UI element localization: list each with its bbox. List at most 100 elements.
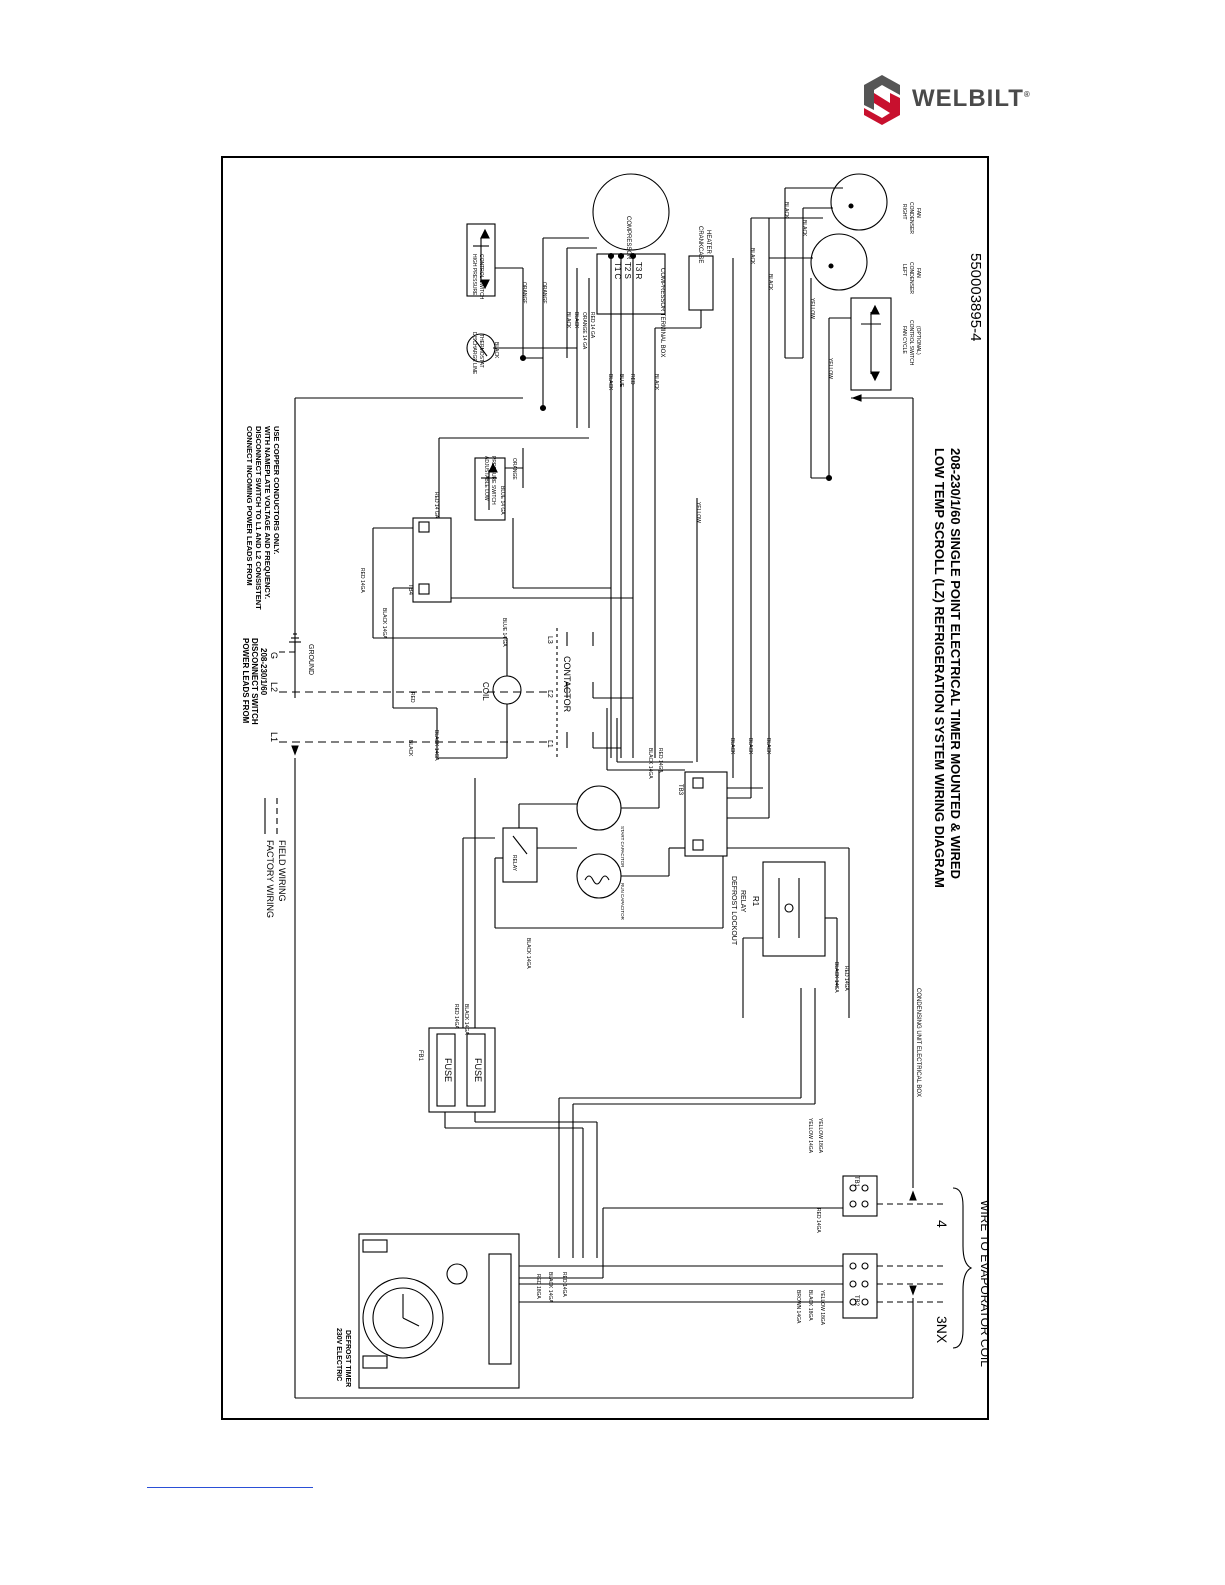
contactor <box>492 628 594 758</box>
wire-label-brown: BROWN 14GA <box>795 1290 801 1324</box>
power-l2: L2 <box>269 682 279 692</box>
left-condenser-fan <box>810 233 868 291</box>
contactor-l1-label: L1 <box>546 740 553 748</box>
start-relay <box>502 827 538 883</box>
wire-label-black5: BLACK <box>493 342 499 359</box>
r1-label: R1 <box>751 896 760 907</box>
wire-label-black18-a: BLACK 14GA <box>547 1272 553 1303</box>
wire-label-red18-a: RED 18GA <box>535 1274 541 1299</box>
left-fan-label2: CONDENSER <box>908 262 914 294</box>
wire-label-red14ga-a: RED 14GA <box>561 1272 567 1297</box>
wire-label-blue14-2: BLUE 14 GA <box>501 618 507 647</box>
ground-label: GROUND <box>307 644 314 675</box>
wiring-diagram: 550003895-4 LOW TEMP SCROLL (LZ) REFRIGE… <box>241 173 987 1399</box>
fan-cycle-switch <box>850 297 892 391</box>
start-capacitor <box>576 785 622 831</box>
wire-label-black-lockout: BLACK 14GA <box>833 962 839 993</box>
wire-label-black14ga: BLACK 14GA <box>381 608 387 639</box>
num-3nx-label: 3NX <box>934 1316 950 1344</box>
wire-label-black: BLACK <box>607 374 613 391</box>
fb1-label: FB1 <box>417 1050 423 1062</box>
wire-label-black-fan3: BLACK <box>783 202 789 219</box>
wire-label-orange14: ORANGE 14 GA <box>581 312 587 350</box>
wire-label-blue14: BLUE 14 GA <box>499 486 505 515</box>
crankcase-heater <box>654 255 714 758</box>
welbilt-logo: WELBILT® <box>860 75 1060 125</box>
relay-label: RELAY <box>511 855 517 872</box>
wire-label-black-fan1: BLACK <box>749 248 755 265</box>
field-wiring-evaporator <box>877 1187 973 1349</box>
wire-label-black-fan4: BLACK <box>801 220 807 237</box>
fan-cycle-label1: FAN CYCLE <box>901 326 907 354</box>
terminal-block-tb2 <box>842 1253 878 1319</box>
wire-label-red14: RED 14 GA <box>589 312 595 339</box>
lockout-label1: DEFROST LOCKOUT <box>730 876 737 946</box>
run-capacitor <box>576 853 622 899</box>
footer-link-underline[interactable] <box>147 1487 313 1488</box>
num-4-label: 4 <box>934 1220 950 1228</box>
low-pressure-switch <box>474 457 506 521</box>
contactor-l2-label: L2 <box>546 690 553 698</box>
terminal-t2-label: T2 S <box>623 262 632 279</box>
compressor-label: COMPRESSOR <box>625 216 631 260</box>
fuse1-label: FUSE <box>443 1058 453 1082</box>
timer-label1: 230V ELECTRIC <box>335 1328 342 1381</box>
terminal-t1-label: T1 C <box>613 262 622 280</box>
diagram-title-line2: 208-230/1/60 SINGLE POINT ELECTRICAL TIM… <box>948 448 963 879</box>
wire-label-black-fan2: BLACK <box>767 274 773 291</box>
terminal-t3-label: T3 R <box>634 262 643 280</box>
discharge-label2: THERMOSTAT <box>478 334 484 368</box>
wire-label-black14ga-fb: BLACK 14GA <box>463 1004 469 1035</box>
wire-label-yellow-long: YELLOW <box>695 502 701 523</box>
tb4-label: TB4 <box>407 584 413 596</box>
run-capacitor-label: RUN CAPACITOR <box>620 883 625 921</box>
wire-label-orange: ORANGE <box>521 282 527 304</box>
wire-label-yellow-fc2: YELLOW <box>827 358 833 379</box>
power-g: G <box>269 652 279 659</box>
wire-label-red14ga-fb: RED 14GA <box>453 1004 459 1029</box>
wire-label-black-tb3c: BLACK <box>765 738 771 755</box>
power-leads <box>279 633 553 743</box>
timer-label2: DEFROST TIMER <box>344 1330 351 1387</box>
defrost-timer <box>358 1233 520 1389</box>
factory-wires <box>372 187 851 1303</box>
compressor <box>592 173 670 315</box>
wire-label-orange3: ORANGE <box>511 458 517 480</box>
high-pressure-switch <box>466 223 496 297</box>
wire-label-black3: BLACK <box>565 312 571 329</box>
power-l1: L1 <box>269 732 279 742</box>
wire-label-black14ga-coil: BLACK 14GA <box>433 730 439 761</box>
wire-label-black-l1: BLACK <box>407 740 413 757</box>
left-fan-label3: FAN <box>915 268 921 278</box>
defrost-lockout-relay <box>762 861 826 957</box>
wire-label-yellow-fc1: YELLOW <box>809 298 815 319</box>
note-line2: DISCONNECT SWITCH TO L1 AND L2 CONSISTEN… <box>254 426 263 610</box>
wire-label-red: RED <box>629 374 635 385</box>
wiring-diagram-frame: 550003895-4 LOW TEMP SCROLL (LZ) REFRIGE… <box>221 156 989 1420</box>
low-pressure-label2: PRESSURE SWITCH <box>490 456 496 505</box>
fan-cycle-label2: CONTROL SWITCH <box>908 320 914 366</box>
wire-label-red14ga-tb1: RED 14GA <box>815 1208 821 1233</box>
brand-name: WELBILT® <box>912 85 1031 112</box>
terminal-block-tb1 <box>842 1175 878 1217</box>
note-line3: WITH NAMEPLATE VOLTAGE AND FREQUENCY. <box>263 426 272 599</box>
lockout-label2: RELAY <box>739 890 746 913</box>
part-number: 550003895-4 <box>967 253 984 341</box>
wire-label-yellow18-tb2: YELLOW 18GA <box>819 1290 825 1326</box>
terminal-block-tb4 <box>412 517 452 603</box>
legend <box>264 798 278 834</box>
tb1-label: TB1 <box>853 1176 859 1188</box>
wire-label-red-lockout: RED 14GA <box>843 966 849 991</box>
wire-label-black14ga-tb3: BLACK 14GA <box>647 748 653 779</box>
tb3-label: TB3 <box>677 784 683 796</box>
terminal-block-tb3 <box>684 771 728 857</box>
condensing-unit-boundary <box>291 394 917 1399</box>
wire-label-red14-tb4: RED 14 GA <box>433 492 439 519</box>
coil-label: COIL <box>481 682 490 701</box>
power-title2: DISCONNECT SWITCH <box>250 638 259 725</box>
right-condenser-fan <box>830 173 888 231</box>
terminal-box-label: COMPRESSOR TERMINAL BOX <box>659 268 665 357</box>
wire-label-black4: BLACK <box>573 312 579 329</box>
contactor-l3-label: L3 <box>546 636 553 644</box>
start-capacitor-label: START CAPACITOR <box>620 826 625 868</box>
